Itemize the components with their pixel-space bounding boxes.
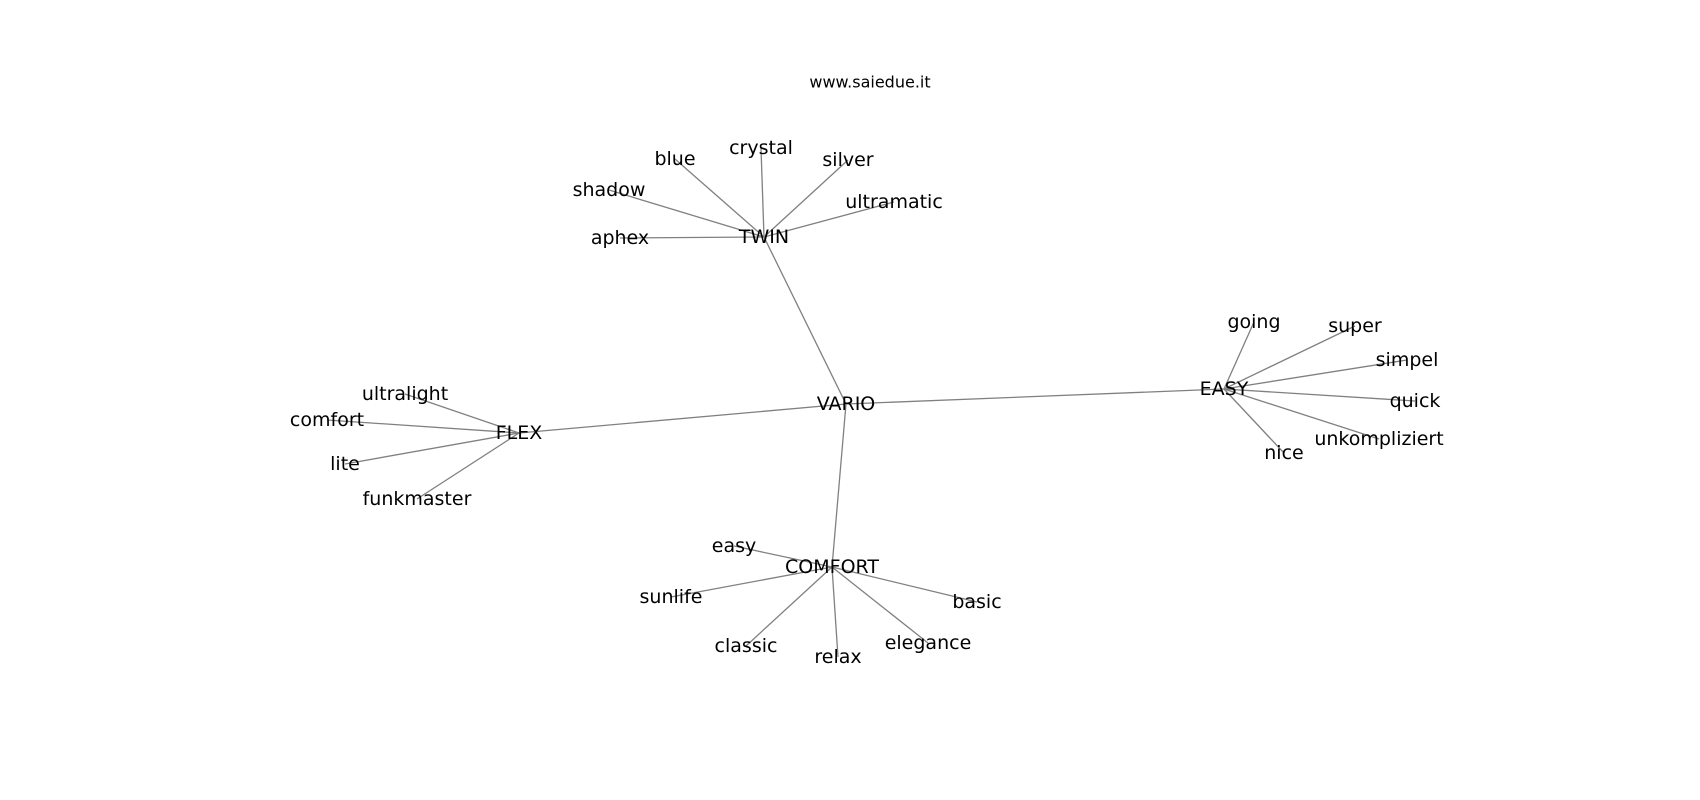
node-leaf-easy-going: going xyxy=(1227,311,1280,333)
edge-vario-easy xyxy=(845,388,1225,405)
node-leaf-twin-blue: blue xyxy=(654,148,695,170)
node-leaf-flex-ultralight: ultralight xyxy=(362,383,448,405)
node-leaf-comfort-elegance: elegance xyxy=(885,632,972,654)
edge-comfort-elegance xyxy=(831,566,929,644)
node-leaf-flex-lite: lite xyxy=(330,453,360,475)
diagram-title: www.saiedue.it xyxy=(809,73,930,92)
node-hub-comfort: COMFORT xyxy=(785,556,879,578)
node-hub-flex: FLEX xyxy=(496,422,543,444)
edge-easy-nice xyxy=(1223,388,1285,454)
edge-comfort-relax xyxy=(831,566,839,658)
edge-twin-silver xyxy=(763,159,849,238)
edge-flex-lite xyxy=(344,432,520,465)
node-leaf-twin-shadow: shadow xyxy=(573,179,646,201)
edge-vario-comfort xyxy=(831,403,847,568)
node-leaf-easy-simpel: simpel xyxy=(1376,349,1439,371)
node-leaf-easy-unkompliziert: unkompliziert xyxy=(1314,428,1443,450)
edge-easy-unkompliziert xyxy=(1223,388,1380,440)
edges-layer xyxy=(326,147,1416,658)
edge-twin-shadow xyxy=(608,189,765,238)
edge-twin-ultramatic xyxy=(763,201,895,238)
node-leaf-comfort-sunlife: sunlife xyxy=(640,586,703,608)
edge-easy-quick xyxy=(1223,388,1416,402)
edge-comfort-basic xyxy=(831,566,978,603)
node-leaf-comfort-classic: classic xyxy=(715,635,778,657)
edge-twin-crystal xyxy=(760,147,765,238)
node-center-vario: VARIO xyxy=(817,393,876,415)
edge-vario-twin xyxy=(763,236,847,405)
node-leaf-twin-aphex: aphex xyxy=(591,227,649,249)
node-leaf-twin-silver: silver xyxy=(822,149,873,171)
node-leaf-flex-comfort: comfort xyxy=(290,409,364,431)
edge-easy-simpel xyxy=(1223,359,1408,390)
node-hub-twin: TWIN xyxy=(738,226,789,248)
node-leaf-comfort-relax: relax xyxy=(814,646,861,668)
edge-easy-super xyxy=(1223,325,1356,390)
edge-comfort-classic xyxy=(745,566,833,647)
node-hub-easy: EASY xyxy=(1200,378,1249,400)
edge-vario-flex xyxy=(518,403,847,434)
node-leaf-easy-nice: nice xyxy=(1264,442,1303,464)
edge-flex-comfort xyxy=(326,419,520,434)
node-leaf-comfort-easy: easy xyxy=(712,535,756,557)
edge-easy-going xyxy=(1223,321,1255,390)
edge-twin-blue xyxy=(674,158,765,238)
node-leaf-twin-ultramatic: ultramatic xyxy=(845,191,943,213)
node-leaf-easy-quick: quick xyxy=(1390,390,1441,412)
node-leaf-comfort-basic: basic xyxy=(952,591,1001,613)
labels-layer: www.saiedue.it VARIO TWIN blue crystal silve… xyxy=(290,73,1444,669)
edge-comfort-easy xyxy=(733,545,833,568)
edge-twin-aphex xyxy=(619,236,765,239)
edge-comfort-sunlife xyxy=(670,566,833,598)
node-leaf-easy-super: super xyxy=(1328,315,1382,337)
edge-flex-funkmaster xyxy=(416,432,520,500)
edge-flex-ultralight xyxy=(404,393,520,434)
node-leaf-twin-crystal: crystal xyxy=(729,137,793,159)
node-leaf-flex-funkmaster: funkmaster xyxy=(363,488,472,510)
